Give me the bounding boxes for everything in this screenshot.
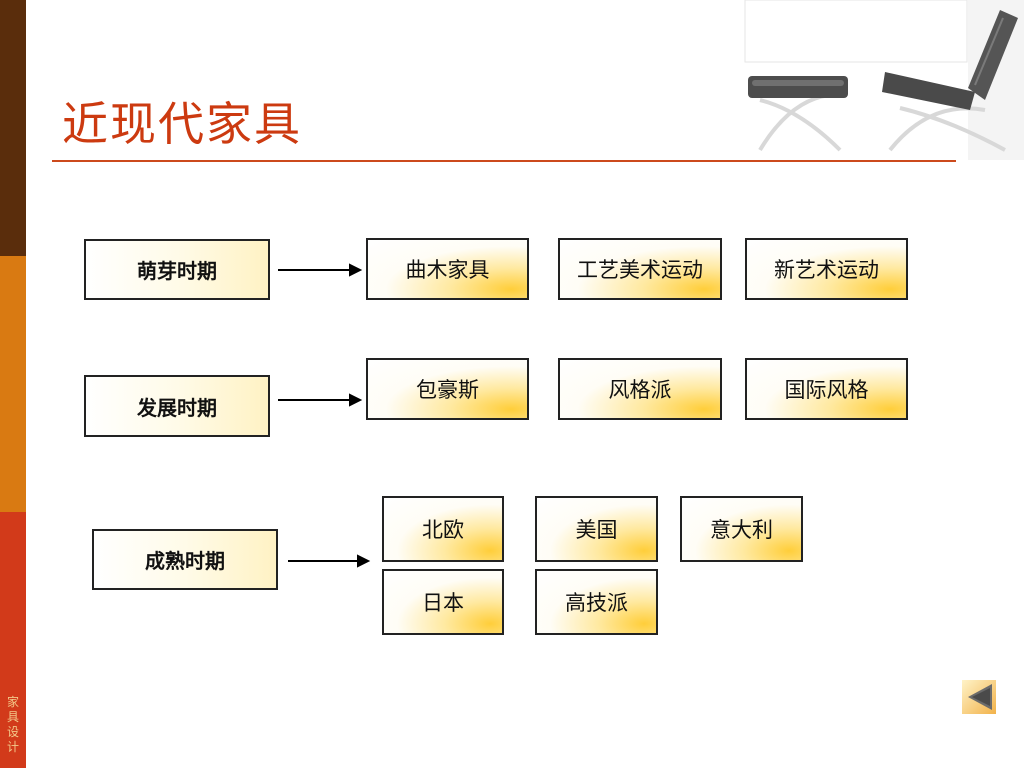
category-label: 高技派 (565, 591, 628, 615)
category-box: 北欧 (382, 496, 504, 562)
category-box: 包豪斯 (366, 358, 529, 420)
stage-box-2: 发展时期 (84, 375, 270, 437)
category-box: 曲木家具 (366, 238, 529, 300)
page-title: 近现代家具 (62, 97, 302, 151)
category-label: 风格派 (608, 378, 672, 402)
stage-box-1: 萌芽时期 (84, 239, 270, 300)
arrow-icon (278, 263, 363, 277)
category-box: 国际风格 (745, 358, 908, 420)
category-box: 高技派 (535, 569, 658, 635)
category-box: 新艺术运动 (745, 238, 908, 300)
category-label: 国际风格 (784, 378, 869, 402)
category-box: 意大利 (680, 496, 803, 562)
category-box: 美国 (535, 496, 658, 562)
category-box: 风格派 (558, 358, 722, 420)
category-label: 意大利 (710, 518, 773, 542)
title-divider (52, 160, 956, 162)
sidebar-label: 家具设计 (6, 695, 19, 754)
sidebar-stripe-orange (0, 256, 26, 512)
back-triangle-icon[interactable] (962, 680, 996, 714)
arrow-icon (278, 393, 363, 407)
sidebar-stripe-dark (0, 0, 26, 256)
stage-label: 发展时期 (137, 395, 217, 420)
stage-label: 萌芽时期 (137, 259, 217, 283)
barcelona-chair-icon (744, 0, 1024, 160)
category-label: 美国 (575, 518, 618, 542)
arrow-icon (288, 554, 371, 568)
category-label: 曲木家具 (405, 258, 490, 282)
category-box: 工艺美术运动 (558, 238, 722, 300)
category-label: 新艺术运动 (774, 258, 879, 282)
category-label: 北欧 (422, 518, 464, 542)
category-box: 日本 (382, 569, 504, 635)
category-label: 包豪斯 (416, 378, 479, 402)
category-label: 日本 (422, 591, 464, 615)
stage-label: 成熟时期 (145, 549, 225, 573)
stage-box-3: 成熟时期 (92, 529, 278, 590)
sidebar-stripe-red (0, 512, 26, 768)
category-label: 工艺美术运动 (577, 258, 703, 282)
